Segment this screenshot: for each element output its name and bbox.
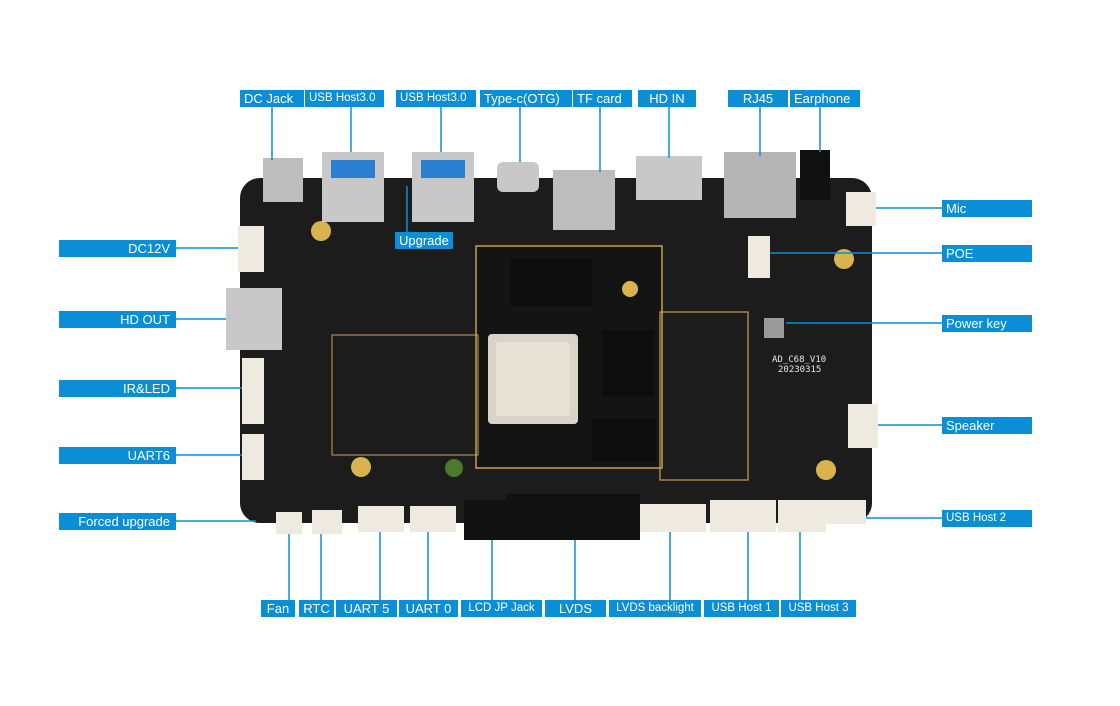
lvds-backlight-connector (640, 504, 706, 532)
rtc-connector (312, 510, 342, 534)
peripheral-zone (659, 311, 749, 481)
lcd-jp-jack-header (464, 500, 506, 540)
lvds-header (506, 494, 640, 540)
fan-connector (276, 512, 302, 534)
label-lvds-backlight: LVDS backlight (609, 600, 701, 617)
uart6-connector (242, 434, 264, 480)
label-poe: POE (942, 245, 1032, 262)
label-upgrade: Upgrade (395, 232, 453, 249)
label-ir-led: IR&LED (59, 380, 176, 397)
label-speaker: Speaker (942, 417, 1032, 434)
leader-lines (176, 107, 942, 600)
usb30-port-a-tongue (331, 160, 375, 178)
left-zone (331, 334, 479, 456)
usb-host1-connector (710, 500, 776, 532)
power-key-button (764, 318, 784, 338)
label-dc12v: DC12V (59, 240, 176, 257)
label-usb-host3: USB Host 3 (781, 600, 856, 617)
label-usb-host30-a: USB Host3.0 (305, 90, 384, 107)
speaker-connector (848, 404, 878, 448)
ram-chip-2 (602, 330, 654, 396)
label-usb-host30-b: USB Host3.0 (396, 90, 476, 107)
mount-hole-center (622, 281, 638, 297)
earphone-jack (800, 150, 830, 200)
mount-hole-bm (445, 459, 463, 477)
label-forced-upgrade: Forced upgrade (59, 513, 176, 530)
label-usb-host2: USB Host 2 (942, 510, 1032, 527)
dc-jack-port (263, 158, 303, 202)
uart5-connector (358, 506, 404, 532)
label-type-c: Type-c(OTG) (480, 90, 572, 107)
mic-connector (846, 192, 876, 226)
label-mic: Mic (942, 200, 1032, 217)
usb30-port-b-tongue (421, 160, 465, 178)
type-c-port (497, 162, 539, 192)
label-dc-jack: DC Jack (240, 90, 304, 107)
label-power-key: Power key (942, 315, 1032, 332)
mount-hole-bl (351, 457, 371, 477)
label-hd-out: HD OUT (59, 311, 176, 328)
usb-host3-connector (778, 500, 826, 532)
label-uart0: UART 0 (399, 600, 458, 617)
label-uart5: UART 5 (336, 600, 397, 617)
label-rj45: RJ45 (728, 90, 788, 107)
ir-led-connector (242, 358, 264, 424)
mount-hole-tr (834, 249, 854, 269)
rj45-port (724, 152, 796, 218)
silk-model: AD_C68_V10 (772, 355, 826, 365)
label-rtc: RTC (299, 600, 334, 617)
uart0-connector (410, 506, 456, 532)
silk-date: 20230315 (778, 365, 821, 375)
emmc-chip (592, 418, 656, 462)
mount-hole-tl (311, 221, 331, 241)
ram-chip-1 (510, 258, 592, 306)
label-tf-card: TF card (573, 90, 632, 107)
label-lvds: LVDS (545, 600, 606, 617)
dc12v-connector (238, 226, 264, 272)
soc-die (496, 342, 570, 416)
hd-out-port (226, 288, 282, 350)
tf-card-slot (553, 170, 615, 230)
label-fan: Fan (261, 600, 295, 617)
label-uart6: UART6 (59, 447, 176, 464)
label-lcd-jp-jack: LCD JP Jack (461, 600, 542, 617)
label-hd-in: HD IN (638, 90, 696, 107)
poe-connector (748, 236, 770, 278)
mount-hole-br (816, 460, 836, 480)
label-earphone: Earphone (790, 90, 860, 107)
hd-in-port (636, 156, 702, 200)
label-usb-host1: USB Host 1 (704, 600, 779, 617)
usb-host2-connector (826, 500, 866, 524)
